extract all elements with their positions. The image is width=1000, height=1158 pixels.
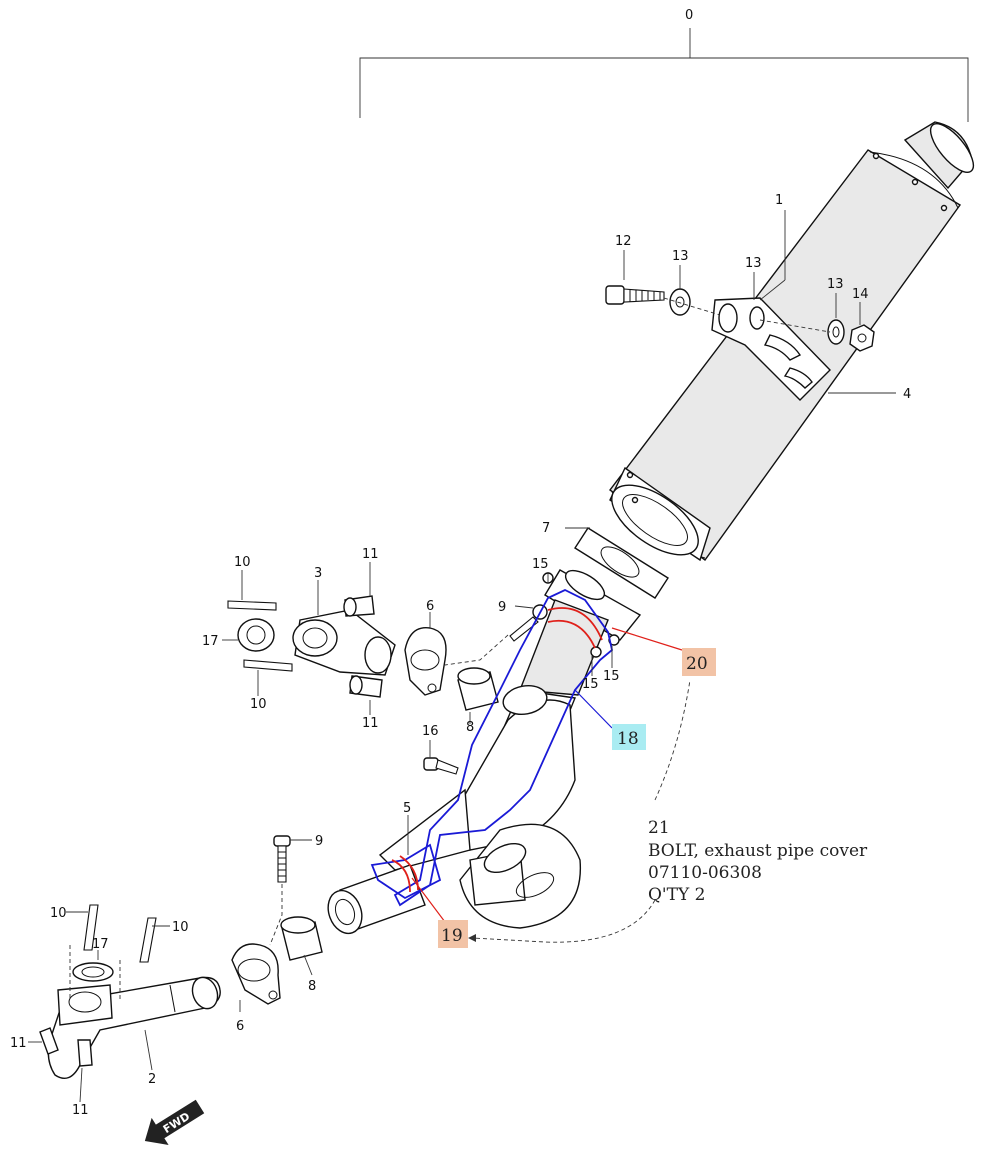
callout-10-c: 10: [50, 906, 67, 921]
callout-8-upper: 8: [466, 720, 474, 735]
callout-7: 7: [542, 521, 550, 536]
sleeve-8-lower: [280, 916, 323, 961]
note-quantity: Q'TY 2: [648, 885, 705, 905]
callout-10-d: 10: [172, 920, 189, 935]
callout-15-a: 15: [532, 557, 549, 572]
gasket-7: [574, 527, 669, 599]
callout-12: 12: [615, 234, 632, 249]
bolt-16: [423, 757, 459, 775]
note-description: BOLT, exhaust pipe cover: [648, 841, 868, 861]
callout-2: 2: [148, 1072, 156, 1087]
callout-0: 0: [685, 8, 693, 23]
callout-11-b: 11: [362, 716, 379, 731]
bolt-12: [605, 285, 665, 305]
collector-pipe: [327, 684, 582, 935]
assembly-bracket: 0: [359, 8, 969, 122]
box-20: 20: [682, 648, 716, 676]
gasket-17-upper: [237, 618, 275, 652]
callout-9-upper: 9: [498, 600, 506, 615]
callout-13-b: 13: [745, 256, 762, 271]
callout-4: 4: [903, 387, 911, 402]
flange-2: [57, 984, 113, 1026]
box-19: 19: [438, 920, 468, 948]
callout-15-c: 15: [603, 669, 620, 684]
callout-6-upper: 6: [426, 599, 434, 614]
callout-17-lower: 17: [92, 937, 109, 952]
callout-3: 3: [314, 566, 322, 581]
bolt-9-lower: [273, 835, 291, 883]
svg-text:18: 18: [617, 729, 639, 749]
collars-11-lower: [39, 1027, 93, 1067]
note-part-number: 07110-06308: [648, 863, 762, 883]
clamp-6-lower: [231, 943, 281, 1005]
note-number: 21: [648, 818, 670, 838]
svg-text:19: 19: [441, 926, 463, 946]
callout-13-c: 13: [827, 277, 844, 292]
callout-leaders: [28, 210, 896, 1103]
fwd-arrow: FWD: [144, 1099, 205, 1145]
callout-17-upper: 17: [202, 634, 219, 649]
header-joint-3: [292, 609, 396, 676]
gasket-17-lower: [72, 962, 114, 982]
callout-11-d: 11: [72, 1103, 89, 1118]
collars-11-upper: [343, 595, 383, 698]
callout-10-b: 10: [250, 697, 267, 712]
studs-10-lower: [83, 904, 157, 963]
callout-10-a: 10: [234, 555, 251, 570]
part-note: 21 BOLT, exhaust pipe cover 07110-06308 …: [648, 818, 868, 905]
muffler-bracket: [711, 297, 831, 401]
clamp-6-upper: [404, 626, 447, 696]
sleeve-8-upper: [457, 667, 499, 711]
callout-1: 1: [775, 193, 783, 208]
callout-13-a: 13: [672, 249, 689, 264]
callout-6-lower: 6: [236, 1019, 244, 1034]
box-18: 18: [612, 724, 646, 750]
callout-14: 14: [852, 287, 869, 302]
callout-9-lower: 9: [315, 834, 323, 849]
callout-11-c: 11: [10, 1036, 27, 1051]
callout-5: 5: [403, 801, 411, 816]
callout-8-lower: 8: [308, 979, 316, 994]
callout-16: 16: [422, 724, 439, 739]
bolt-9-upper: [509, 604, 548, 642]
callout-11-a: 11: [362, 547, 379, 562]
callout-15-b: 15: [582, 677, 599, 692]
studs-10-upper: [227, 600, 293, 672]
nut-14: [849, 324, 875, 352]
svg-text:20: 20: [686, 654, 708, 674]
